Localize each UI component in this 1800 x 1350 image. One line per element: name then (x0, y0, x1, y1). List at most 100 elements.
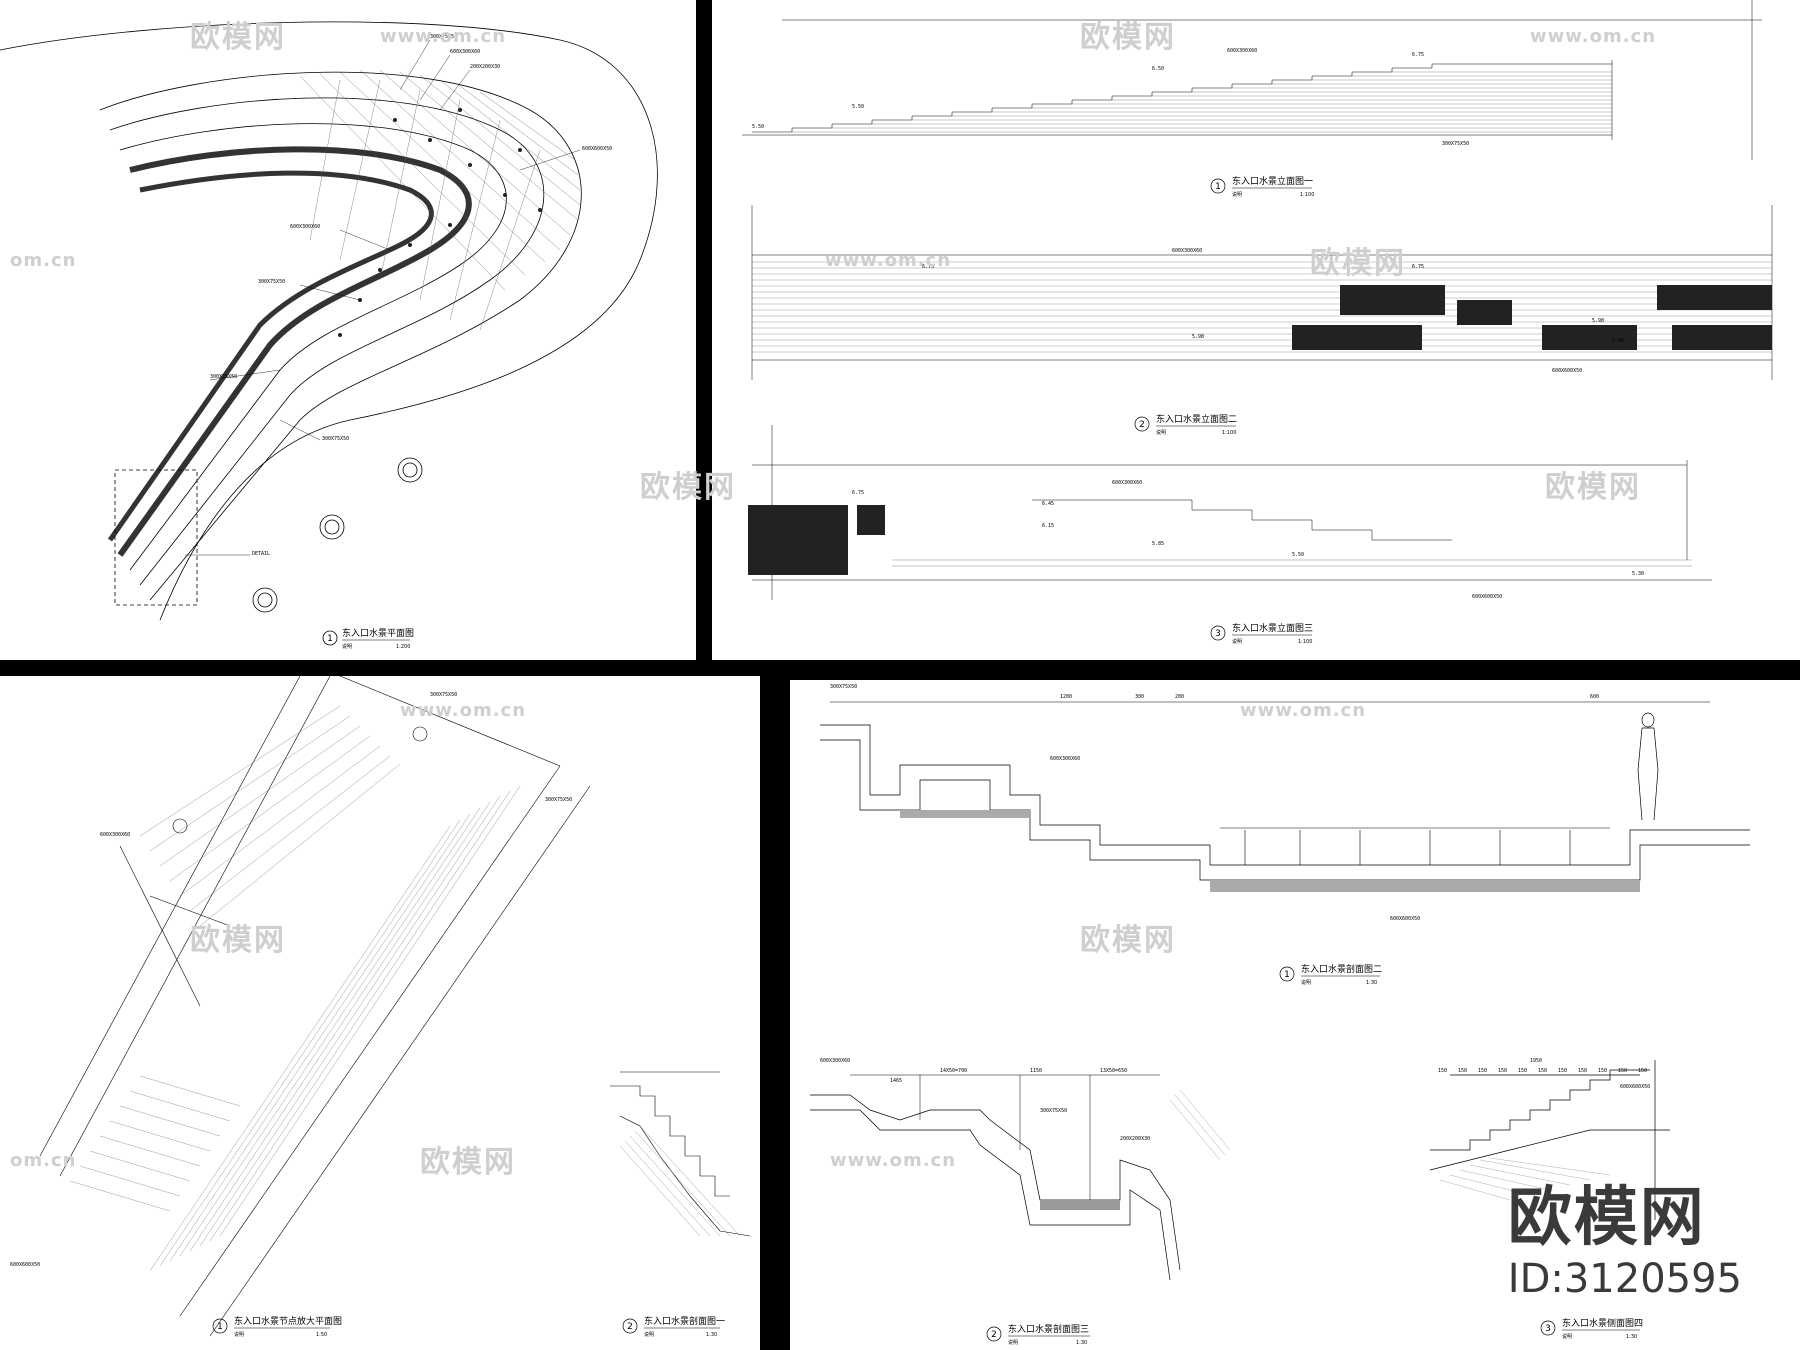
s1-label: 说明 (644, 1331, 654, 1338)
s1-title: 东入口水景剖面图一 (644, 1315, 725, 1327)
e1-mark-1: 5.50 (852, 104, 864, 110)
s3-note-step: 300X75X50 (1040, 1108, 1067, 1114)
e2-mark-4: 5.98 (1612, 338, 1624, 344)
s4-scale: 1:30 (1626, 1334, 1637, 1340)
detail-note-stone: 600X300X60 (100, 832, 130, 838)
s3-title: 东入口水景剖面图三 (1008, 1323, 1089, 1335)
s3-dim-0: 14X50=700 (940, 1068, 967, 1074)
s2-dim-0: 1200 (1060, 694, 1072, 700)
plan-label: 说明 (342, 643, 352, 650)
s3-number: 2 (991, 1330, 997, 1340)
elevations-panel: 5.50 5.50 6.50 6.75 600X300X60 300X75X50… (712, 0, 1800, 660)
badge-logo: 欧模网 (1507, 1181, 1706, 1255)
detail-number: 1 (217, 1322, 223, 1332)
svg-text:200X200X30: 200X200X30 (470, 64, 500, 70)
separator-vertical-top (696, 0, 712, 660)
e1-number: 1 (1215, 182, 1221, 192)
detail-drawing: 300X75X50 300X75X50 600X300X60 600X600X5… (10, 676, 751, 1338)
s3-dim-1: 1150 (1030, 1068, 1042, 1074)
e3-mark-4: 5.50 (1292, 552, 1304, 558)
svg-text:300X75X50: 300X75X50 (258, 279, 285, 285)
e1-note-step: 300X75X50 (1442, 141, 1469, 147)
e2-note-base: 600X600X50 (1552, 368, 1582, 374)
plan-number: 1 (327, 634, 333, 644)
s2-title: 东入口水景剖面图二 (1301, 963, 1382, 975)
detail-note-base: 600X600X50 (10, 1262, 40, 1268)
s2-label: 说明 (1301, 979, 1311, 986)
s2-note-base: 600X600X50 (1390, 916, 1420, 922)
sections-drawing: 1200 300 200 600 300X75X50 600X300X60 60… (810, 684, 1750, 1346)
plan-title: 东入口水景平面图 (342, 627, 414, 639)
e2-label: 说明 (1156, 429, 1166, 436)
svg-text:600X300X60: 600X300X60 (450, 49, 480, 55)
s2-number: 1 (1284, 970, 1290, 980)
s4-dim-total: 1950 (1530, 1058, 1542, 1064)
s4-label: 说明 (1562, 1333, 1572, 1340)
s4-dim-2: 150 (1478, 1068, 1487, 1074)
s2-dim-3: 600 (1590, 694, 1599, 700)
s4-dim-7: 150 (1578, 1068, 1587, 1074)
elevations-drawing: 5.50 5.50 6.50 6.75 600X300X60 300X75X50… (742, 0, 1773, 645)
s2-scale: 1:30 (1366, 980, 1377, 986)
s3-scale: 1:30 (1076, 1340, 1087, 1346)
s3-dim-3: 1465 (890, 1078, 902, 1084)
e3-mark-0: 6.75 (852, 490, 864, 496)
e2-title: 东入口水景立面图二 (1156, 413, 1237, 425)
s4-dim-1: 150 (1458, 1068, 1467, 1074)
svg-text:300X75X50: 300X75X50 (430, 34, 457, 40)
svg-text:600X600X50: 600X600X50 (582, 146, 612, 152)
s4-dim-4: 150 (1518, 1068, 1527, 1074)
e2-mark-0: 6.75 (922, 264, 934, 270)
separator-horizontal-left (0, 660, 760, 676)
e3-mark-2: 6.15 (1042, 523, 1054, 529)
detail-note-step: 300X75X50 (430, 692, 457, 698)
svg-text:DETAIL: DETAIL (252, 551, 270, 557)
site-badge: 欧模网 ID:3120595 (1508, 1186, 1742, 1302)
e3-note-base: 600X600X50 (1472, 594, 1502, 600)
s2-dim-1: 300 (1135, 694, 1144, 700)
svg-text:300X75X50: 300X75X50 (322, 436, 349, 442)
s4-dim-8: 150 (1598, 1068, 1607, 1074)
svg-text:300X75X50: 300X75X50 (210, 374, 237, 380)
e1-label: 说明 (1232, 191, 1242, 198)
s4-dim-5: 150 (1538, 1068, 1547, 1074)
s3-note-stone: 600X300X60 (820, 1058, 850, 1064)
e3-mark-5: 5.30 (1632, 571, 1644, 577)
e2-number: 2 (1139, 420, 1145, 430)
badge-id: ID:3120595 (1507, 1256, 1742, 1302)
s4-number: 3 (1545, 1324, 1551, 1334)
s4-dim-9: 150 (1618, 1068, 1627, 1074)
s2-note-step: 300X75X50 (830, 684, 857, 690)
e2-note-stone: 600X300X60 (1172, 248, 1202, 254)
s2-note-stone: 600X300X60 (1050, 756, 1080, 762)
plan-drawing: 300X75X50 600X300X60 200X200X30 600X600X50… (0, 21, 658, 650)
plan-scale: 1:200 (396, 644, 410, 650)
person-figure (1637, 712, 1659, 821)
detail-scale: 1:50 (316, 1332, 327, 1338)
e2-scale: 1:100 (1222, 430, 1236, 436)
detail-label: 说明 (234, 1331, 244, 1338)
e3-title: 东入口水景立面图三 (1232, 622, 1313, 634)
e1-mark-3: 6.75 (1412, 52, 1424, 58)
separator-vertical-bottom (760, 660, 790, 1350)
s3-label: 说明 (1008, 1339, 1018, 1346)
e2-mark-1: 6.75 (1412, 264, 1424, 270)
e1-title: 东入口水景立面图一 (1232, 175, 1313, 187)
s4-dim-10: 150 (1638, 1068, 1647, 1074)
e3-label: 说明 (1232, 638, 1242, 645)
s4-note-stone: 600X600X50 (1620, 1084, 1650, 1090)
detail-panel: 300X75X50 300X75X50 600X300X60 600X600X5… (0, 676, 760, 1350)
s3-note-tile: 200X200X30 (1120, 1136, 1150, 1142)
e3-note-stone: 600X300X60 (1112, 480, 1142, 486)
detail-title: 东入口水景节点放大平面图 (234, 1315, 342, 1327)
e1-mark-0: 5.50 (752, 124, 764, 130)
e2-mark-3: 5.98 (1592, 318, 1604, 324)
s1-scale: 1:30 (706, 1332, 717, 1338)
e3-scale: 1:100 (1298, 639, 1312, 645)
s4-dim-6: 150 (1558, 1068, 1567, 1074)
detail-note-step2: 300X75X50 (545, 797, 572, 803)
e3-mark-3: 5.85 (1152, 541, 1164, 547)
e3-mark-1: 6.45 (1042, 501, 1054, 507)
s4-title: 东入口水景侧面图四 (1562, 1317, 1643, 1329)
s3-dim-2: 13X50=650 (1100, 1068, 1127, 1074)
